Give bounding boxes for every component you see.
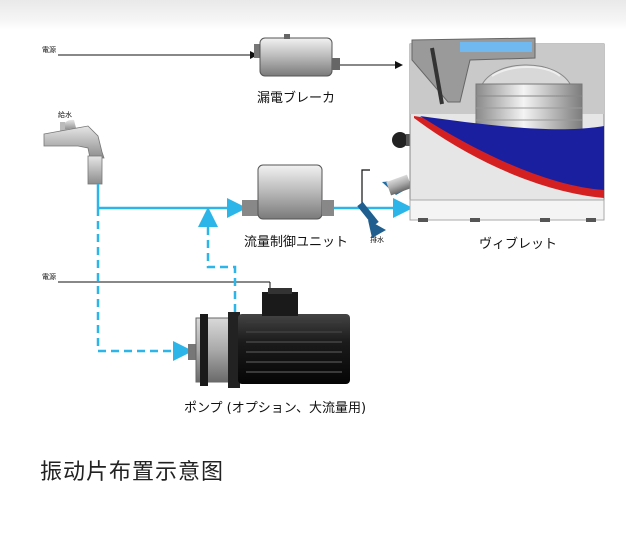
earth-leakage-breaker: 漏電ブレーカ — [254, 34, 403, 106]
top-bar — [0, 0, 626, 30]
power-label-top: 電源 — [42, 45, 56, 54]
water-lines — [96, 184, 413, 361]
flow-control-unit: 流量制御ユニット — [242, 164, 348, 250]
faucet: 給水 — [43, 110, 105, 185]
power-line-top: 電源 — [42, 45, 258, 59]
vibrator-machine: ヴィブレット — [392, 37, 605, 252]
power-label-mid: 電源 — [42, 272, 56, 281]
diagram-canvas: 電源 電源 漏電ブレーカ 給水 — [42, 34, 605, 416]
breaker-label: 漏電ブレーカ — [257, 90, 335, 106]
water-supply-label: 給水 — [58, 110, 72, 119]
pump: ポンプ (オプション、大流量用) — [184, 288, 366, 416]
vibrator-label: ヴィブレット — [479, 236, 557, 252]
drain: 排水 — [350, 170, 412, 244]
figure-caption: 振动片布置示意图 — [40, 460, 225, 485]
drain-label: 排水 — [370, 235, 384, 244]
pump-label: ポンプ (オプション、大流量用) — [184, 401, 366, 416]
flow-unit-label: 流量制御ユニット — [244, 235, 348, 250]
system-diagram: 電源 電源 漏電ブレーカ 給水 — [40, 30, 610, 430]
